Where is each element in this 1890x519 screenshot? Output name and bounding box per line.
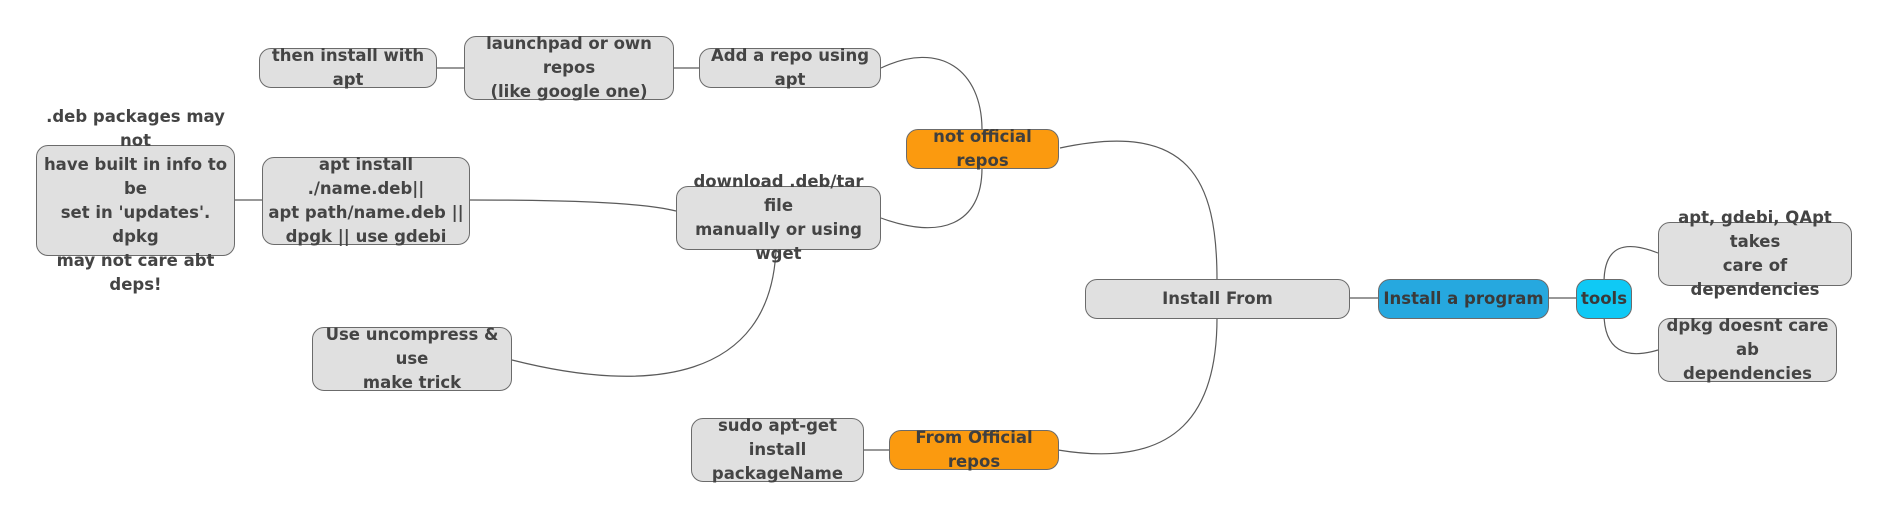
apt-install-deb-node[interactable]: apt install ./name.deb|| apt path/name.d… xyxy=(262,155,470,246)
root-node-install-a-program[interactable]: Install a program xyxy=(1378,279,1549,319)
edge-tools-to-apt-gdebi xyxy=(1603,245,1659,284)
uncompress-node[interactable]: Use uncompress & use make trick xyxy=(312,325,512,392)
edge-download-to-uncompress xyxy=(511,249,777,377)
download-deb-node[interactable]: download .deb/tar file manually or using… xyxy=(676,172,881,263)
then-install-node[interactable]: then install with apt xyxy=(259,46,437,89)
apt-gdebi-node[interactable]: apt, gdebi, QApt takes care of dependenc… xyxy=(1658,208,1852,299)
edge-install-from-to-from-official xyxy=(1057,317,1218,455)
not-official-repos-node[interactable]: not official repos xyxy=(906,127,1059,170)
dpkg-note-node[interactable]: dpkg doesnt care ab dependencies xyxy=(1658,316,1837,383)
launchpad-node[interactable]: launchpad or own repos (like google one) xyxy=(464,34,674,101)
install-from-node[interactable]: Install From xyxy=(1085,279,1350,319)
tools-node[interactable]: tools xyxy=(1576,279,1632,319)
add-repo-node[interactable]: Add a repo using apt xyxy=(699,46,881,89)
edge-install-from-to-not-official xyxy=(1059,140,1218,281)
edge-tools-to-dpkg-note xyxy=(1603,312,1659,355)
from-official-repos-node[interactable]: From Official repos xyxy=(889,428,1059,471)
edge-download-to-apt-install-deb xyxy=(469,199,677,212)
sudo-apt-node[interactable]: sudo apt-get install packageName xyxy=(691,416,864,483)
edge-not-official-to-download xyxy=(880,167,983,229)
edge-not-official-to-add-repo xyxy=(880,56,983,131)
deb-note-node[interactable]: .deb packages may not have built in info… xyxy=(36,107,235,294)
